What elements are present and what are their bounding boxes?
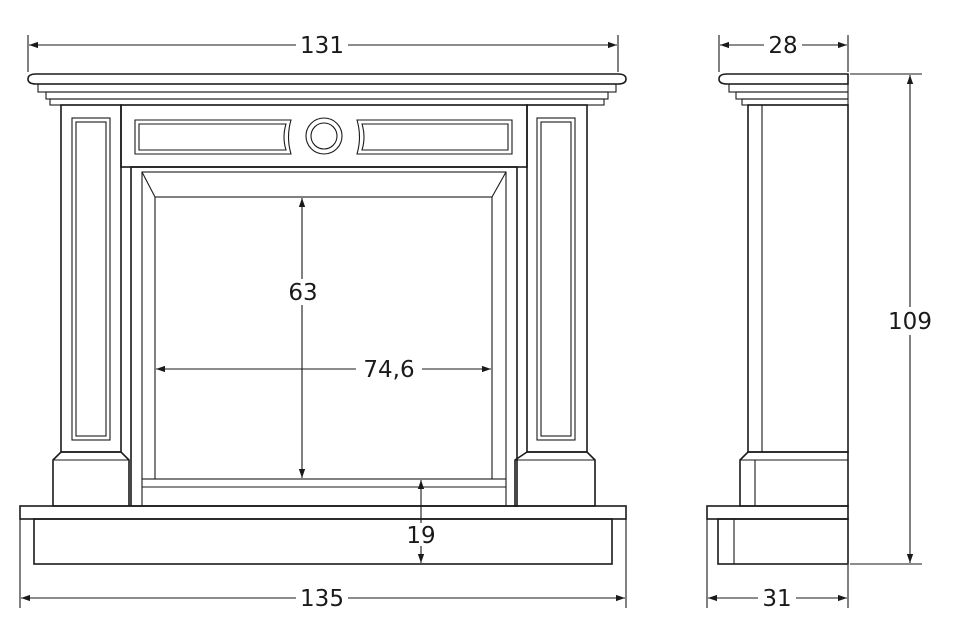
side-view bbox=[706, 73, 849, 565]
dim-label-top-depth: 28 bbox=[768, 33, 797, 59]
frieze-panel-left-inner bbox=[138, 123, 287, 151]
side-hearth-base bbox=[717, 518, 849, 565]
dim-opening-height: 63 bbox=[283, 198, 323, 478]
side-hearth-top bbox=[706, 505, 849, 520]
dim-top-depth: 28 bbox=[718, 32, 849, 72]
pilaster-left-panel bbox=[71, 117, 111, 441]
inner-surround bbox=[130, 166, 518, 507]
dim-label-base-width: 135 bbox=[300, 586, 344, 612]
pilaster-right-panel-inner bbox=[540, 121, 572, 437]
side-molding-3 bbox=[741, 98, 849, 106]
side-body bbox=[747, 104, 849, 453]
side-molding-2 bbox=[735, 91, 849, 100]
dim-label-base-depth: 31 bbox=[762, 586, 791, 612]
front-view bbox=[19, 73, 627, 565]
dim-label-hearth-height: 19 bbox=[406, 523, 435, 549]
firebox-opening bbox=[154, 196, 493, 480]
dim-top-width: 131 bbox=[27, 32, 619, 72]
mantel-molding-3 bbox=[49, 98, 605, 106]
pilaster-left bbox=[60, 104, 122, 453]
frieze bbox=[120, 104, 528, 168]
mantel-molding-2 bbox=[45, 91, 609, 100]
dimensions: 131 135 63 74,6 19 bbox=[19, 32, 934, 612]
frieze-rosette-outer bbox=[305, 117, 343, 155]
mantel-molding-1 bbox=[37, 83, 617, 93]
dim-label-total-height: 109 bbox=[888, 309, 932, 335]
pilaster-right bbox=[526, 104, 588, 453]
dim-label-top-width: 131 bbox=[300, 33, 344, 59]
dim-label-opening-height: 63 bbox=[288, 280, 317, 306]
hearth-base bbox=[33, 518, 613, 565]
pilaster-left-panel-inner bbox=[75, 121, 107, 437]
dim-base-width: 135 bbox=[19, 519, 627, 612]
hearth-top bbox=[19, 505, 627, 520]
frieze-panel-right bbox=[356, 119, 513, 155]
frieze-panel-right-inner bbox=[361, 123, 509, 151]
mantel-shelf bbox=[27, 73, 627, 85]
pilaster-right-panel bbox=[536, 117, 576, 441]
dim-total-height: 109 bbox=[850, 73, 934, 565]
side-molding-1 bbox=[728, 83, 849, 93]
inner-surround-step bbox=[141, 171, 507, 507]
frieze-panel-left bbox=[134, 119, 292, 155]
dim-hearth-height: 19 bbox=[406, 480, 436, 563]
dim-label-opening-width: 74,6 bbox=[363, 357, 414, 383]
dim-opening-width: 74,6 bbox=[156, 356, 491, 383]
frieze-rosette-inner bbox=[310, 122, 338, 150]
dim-base-depth: 31 bbox=[706, 519, 849, 612]
side-shelf bbox=[718, 73, 849, 85]
